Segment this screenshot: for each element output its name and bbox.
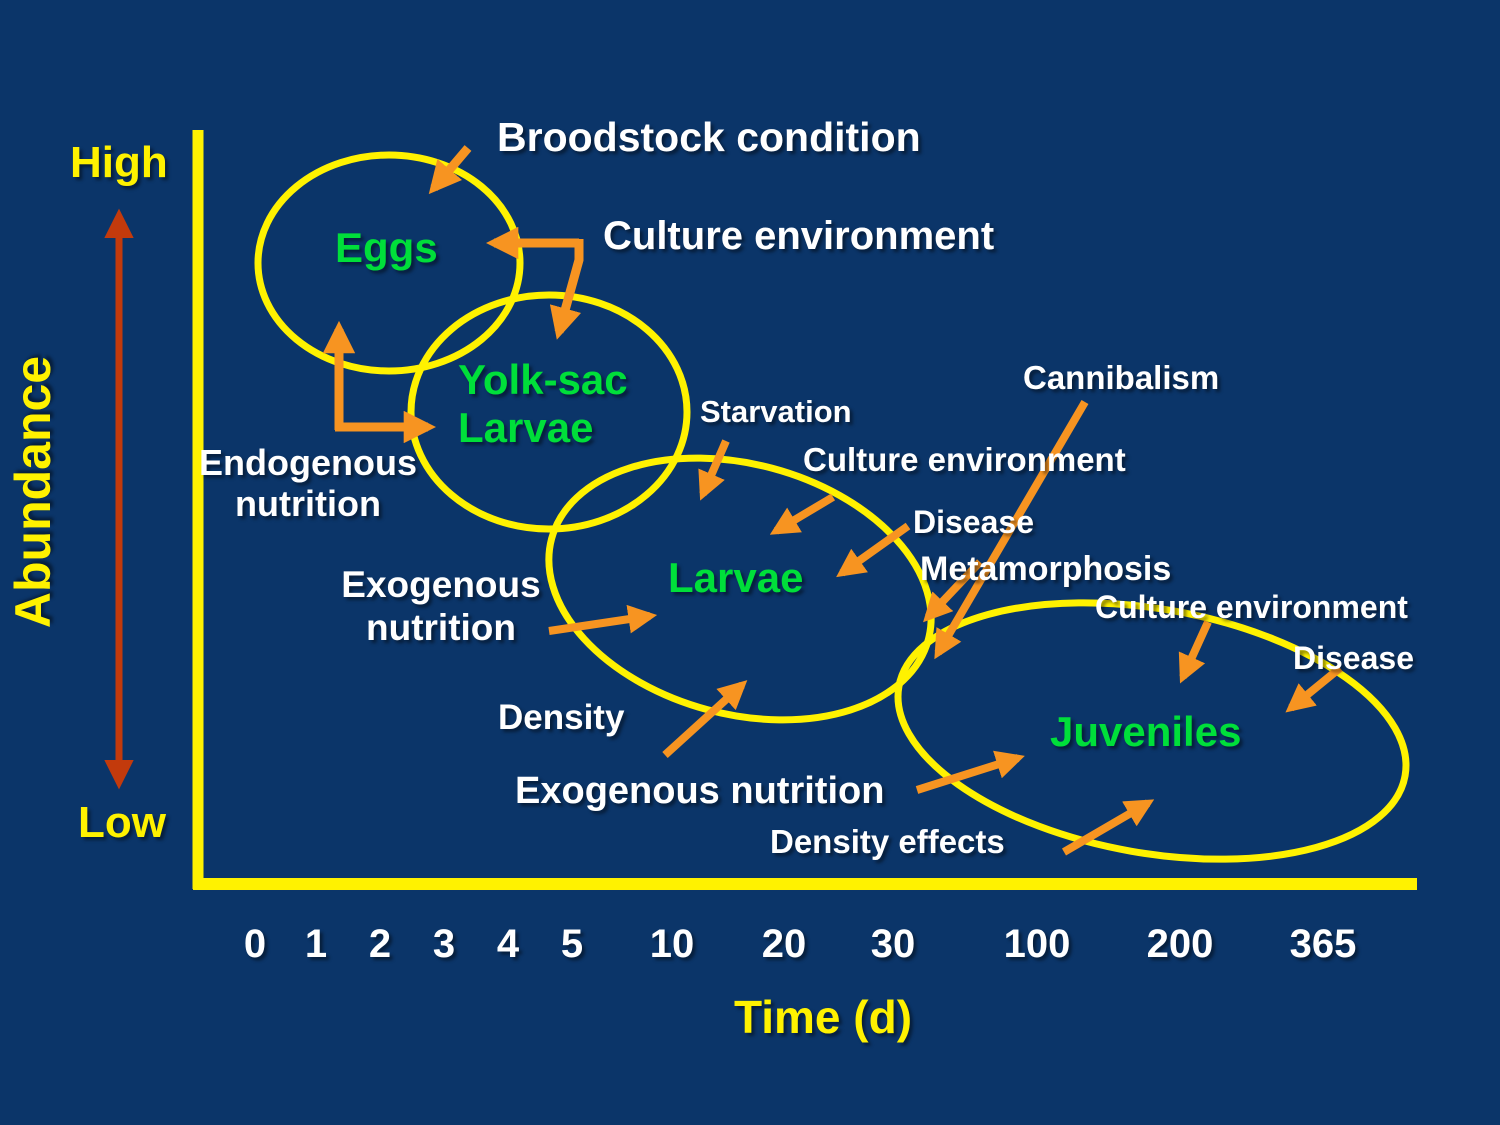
y-axis-low-label: Low <box>78 798 166 847</box>
arrow-disease-mid-to-larvae <box>836 522 911 578</box>
factor-density: Density <box>498 698 625 737</box>
x-tick-4: 4 <box>496 922 520 966</box>
factor-endogenous-nutrition: Endogenous nutrition <box>199 442 417 525</box>
arrow-broodstock-to-eggs <box>428 145 472 195</box>
factor-broodstock-condition: Broodstock condition <box>497 114 921 160</box>
arrow-exogenous-bottom-to-juveniles <box>915 750 1025 794</box>
arrow-cannibalism-to-larvae <box>934 399 1089 660</box>
x-tick-2: 2 <box>368 922 392 966</box>
stage-label-yolk-sac: Yolk-sac Larvae <box>458 356 628 453</box>
stage-label-yolk-sac-line1: Yolk-sac <box>458 356 628 403</box>
eggs-ellipse <box>254 151 524 375</box>
y-axis-high-label: High <box>70 138 168 187</box>
factor-exogenous-nutrition-left: Exogenous nutrition <box>341 564 540 649</box>
stage-label-yolk-sac-line2: Larvae <box>458 404 594 452</box>
x-tick-3: 3 <box>432 922 456 966</box>
arrow-disease-right-to-juveniles <box>1285 664 1343 713</box>
stage-label-juveniles: Juveniles <box>1050 708 1242 755</box>
factor-culture-environment-right: Culture environment <box>1095 589 1408 625</box>
factor-endogenous-nutrition-line2: nutrition <box>235 483 381 525</box>
x-tick-20: 20 <box>761 922 807 966</box>
x-axis-title: Time (d) <box>733 991 913 1043</box>
x-tick-30: 30 <box>870 922 916 966</box>
x-tick-0: 0 <box>243 922 267 966</box>
x-tick-5: 5 <box>560 922 584 966</box>
x-tick-100: 100 <box>1003 922 1071 966</box>
x-tick-10: 10 <box>649 922 695 966</box>
stage-label-larvae: Larvae <box>668 554 804 601</box>
factor-metamorphosis: Metamorphosis <box>920 550 1172 588</box>
factor-cannibalism: Cannibalism <box>1023 359 1220 396</box>
arrow-starvation-to-larvae <box>698 439 730 501</box>
x-tick-200: 200 <box>1146 922 1214 966</box>
factor-density-effects: Density effects <box>770 823 1005 860</box>
factor-culture-environment-top: Culture environment <box>603 214 995 258</box>
juveniles-ellipse <box>894 599 1410 863</box>
factor-exogenous-nutrition-bottom: Exogenous nutrition <box>515 770 885 812</box>
x-tick-1: 1 <box>304 922 328 966</box>
factor-disease-mid: Disease <box>913 504 1034 540</box>
arrow-metamorphosis-to-junction <box>923 559 983 623</box>
arrow-culture-top-to-yolksac <box>549 239 584 340</box>
factor-disease-right: Disease <box>1293 640 1414 676</box>
stage-label-eggs: Eggs <box>335 224 438 271</box>
factor-exogenous-nutrition-left-line1: Exogenous <box>341 564 541 605</box>
y-axis-title: Abundance <box>5 355 61 629</box>
arrow-culture-right-to-juveniles <box>1178 620 1212 684</box>
arrow-exogenous-left-to-larvae <box>548 604 658 635</box>
arrow-density-to-larvae <box>662 680 748 758</box>
arrow-density-effects-to-juveniles <box>1061 799 1155 856</box>
factor-starvation: Starvation <box>700 394 852 429</box>
factor-endogenous-nutrition-line1: Endogenous <box>199 442 417 483</box>
factor-exogenous-nutrition-left-line2: nutrition <box>365 606 517 648</box>
factor-culture-environment-mid: Culture environment <box>803 441 1126 478</box>
x-tick-365: 365 <box>1289 922 1357 966</box>
arrow-culture-mid-to-larvae <box>769 493 836 535</box>
